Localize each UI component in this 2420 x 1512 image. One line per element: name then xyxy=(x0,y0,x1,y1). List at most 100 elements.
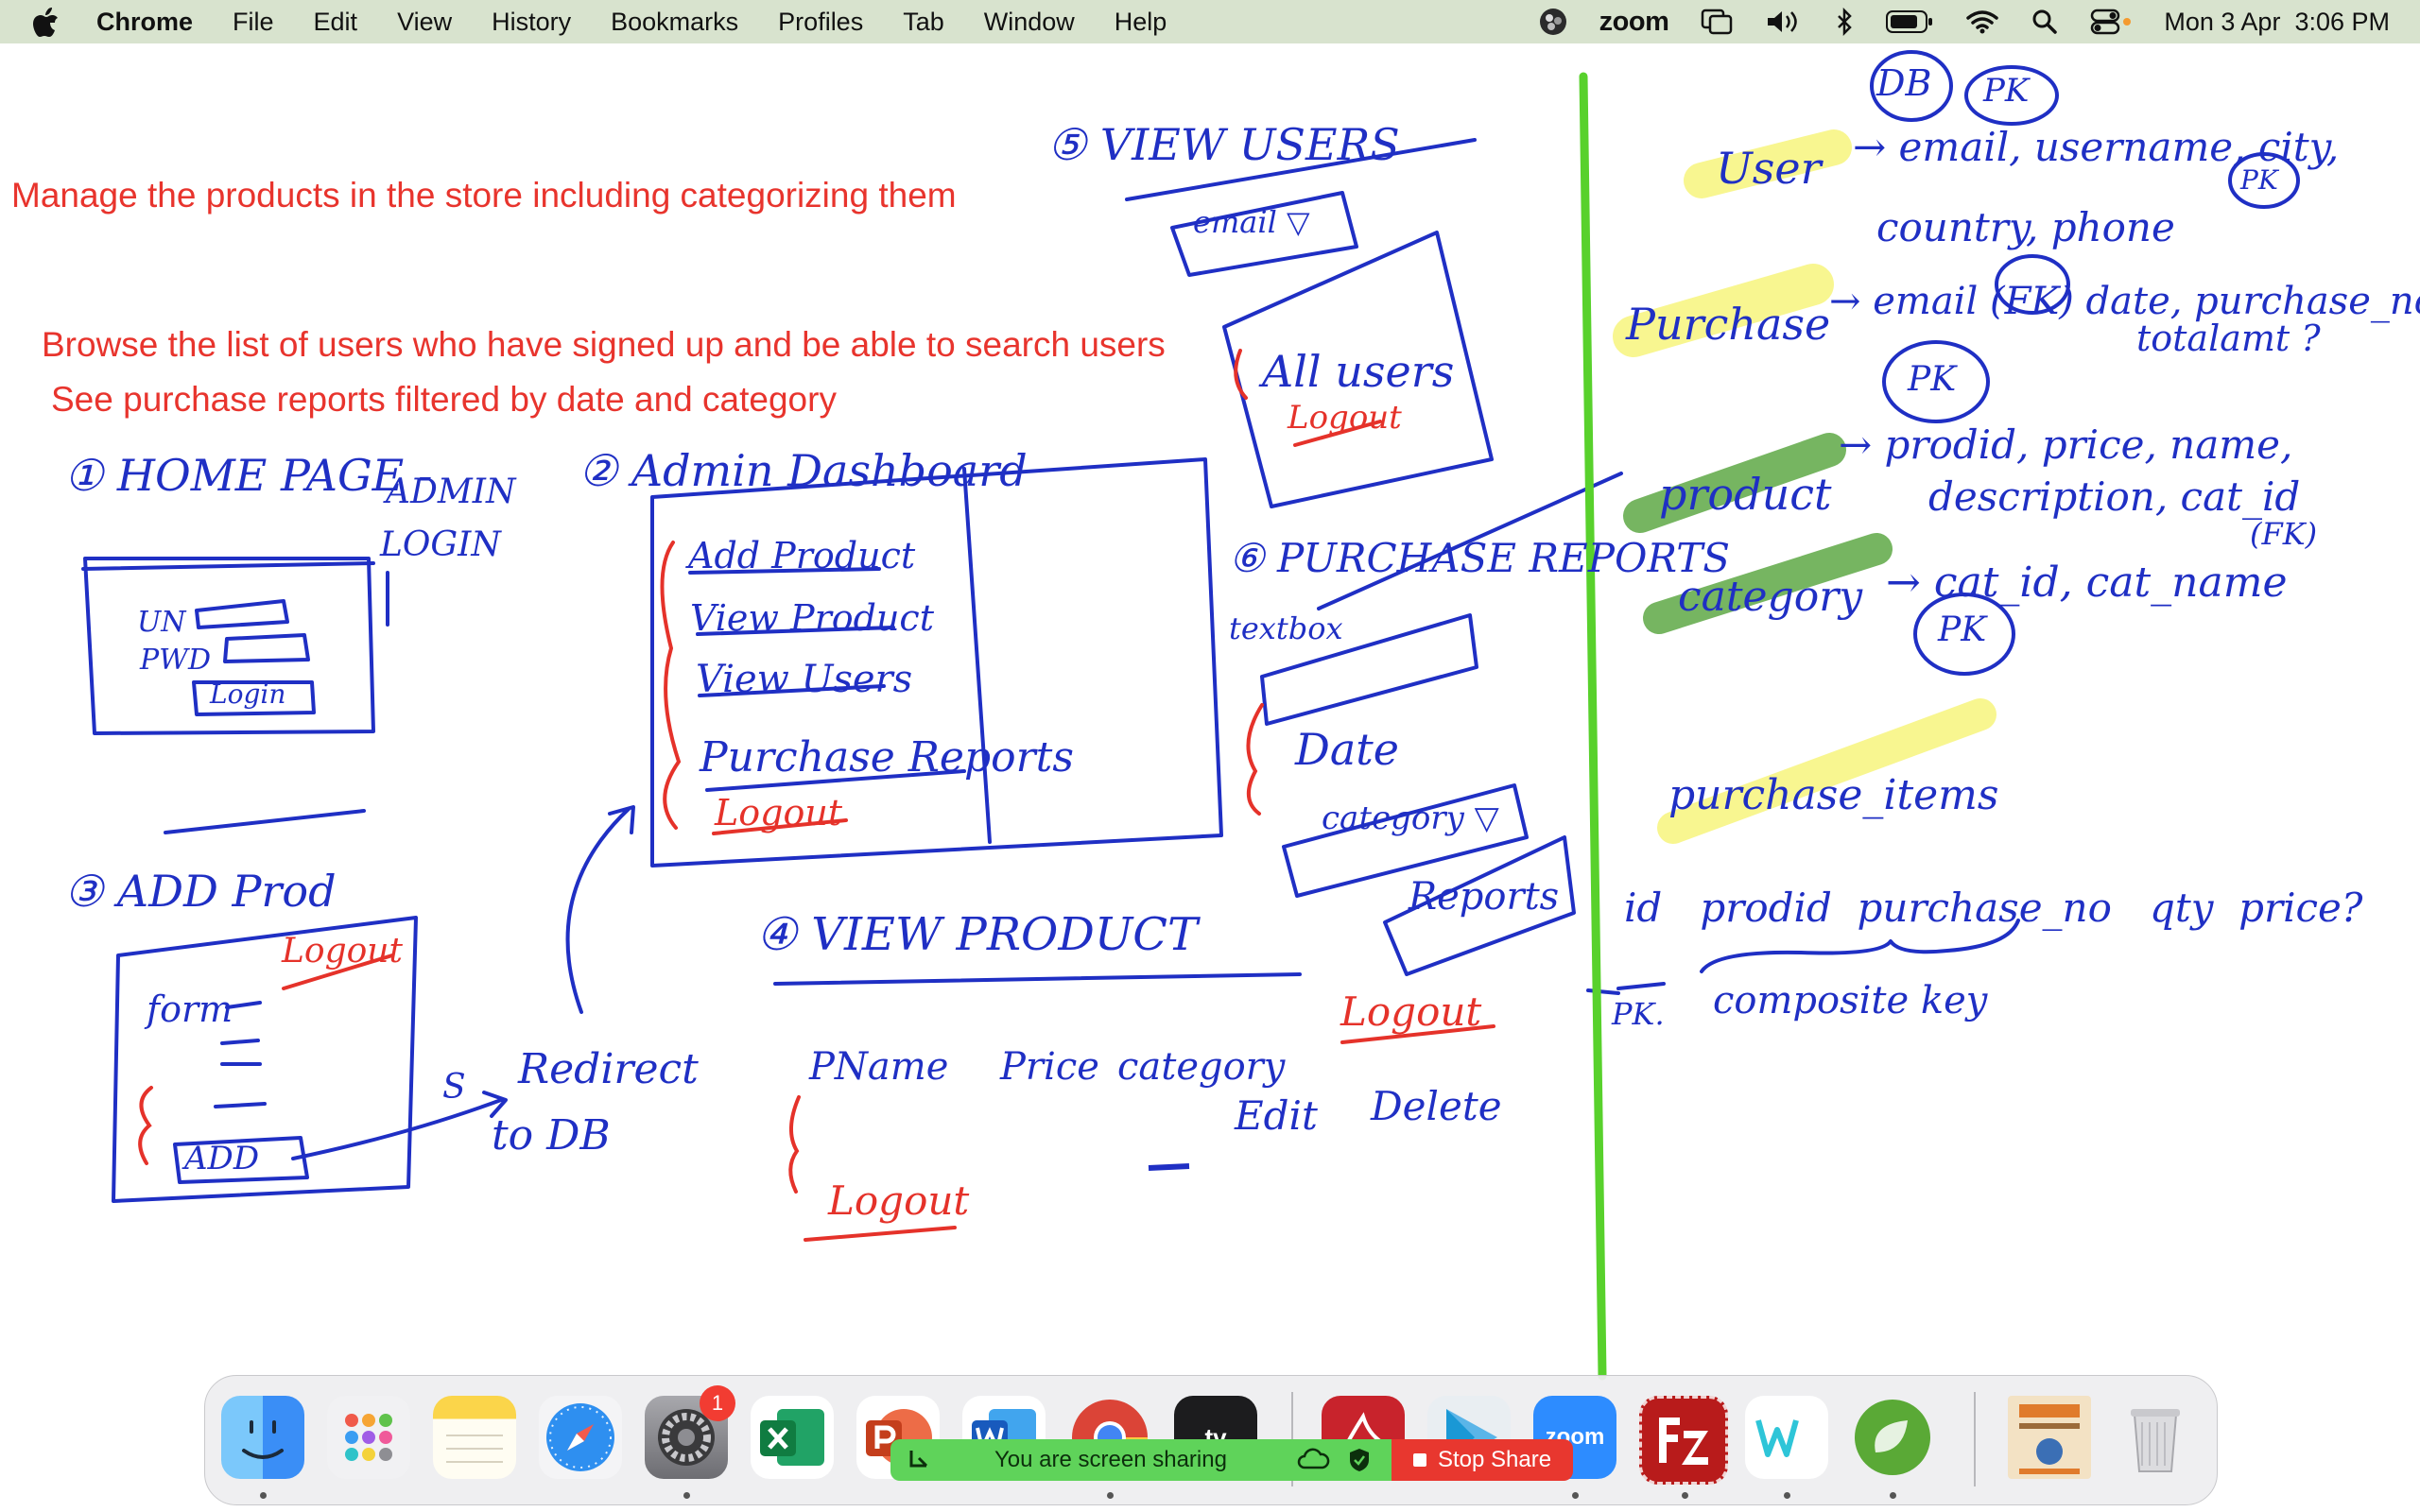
menu-file[interactable]: File xyxy=(233,7,274,36)
screen-mirroring-icon[interactable] xyxy=(1701,9,1733,35)
home-login-button xyxy=(192,680,316,716)
note-purchase-reports: See purchase reports filtered by date an… xyxy=(51,380,837,419)
view-users-all-users: All users xyxy=(1262,346,1455,397)
purchase-fields-2: totalamt ? xyxy=(2136,318,2321,359)
menu-history[interactable]: History xyxy=(492,7,572,36)
view-product-col-category: category xyxy=(1117,1045,1286,1089)
redirect-label: Redirect xyxy=(518,1045,699,1093)
zoom-status-icon[interactable]: zoom xyxy=(1599,6,1669,37)
whiteboard-canvas[interactable]: Manage the products in the store includi… xyxy=(0,43,2420,1512)
spring-running-dot xyxy=(1890,1492,1896,1499)
battery-icon[interactable] xyxy=(1886,9,1933,34)
purchase-highlight xyxy=(1613,264,1834,357)
launchpad-icon[interactable] xyxy=(327,1396,410,1479)
home-page-title: ① HOME PAGE - xyxy=(64,450,433,501)
reports-textbox-label: textbox xyxy=(1229,610,1343,646)
app-menu[interactable]: Chrome xyxy=(96,7,194,36)
green-divider-line xyxy=(1579,72,1607,1381)
view-users-email-label: email ▽ xyxy=(1193,204,1310,240)
user-pk: PK xyxy=(2240,164,2278,196)
add-prod-form xyxy=(112,916,418,1203)
system-settings-icon[interactable] xyxy=(645,1396,728,1479)
purchase-reports-title: ⑥ PURCHASE REPORTS xyxy=(1229,535,1731,581)
product-fk: (FK) xyxy=(2250,516,2318,552)
view-users-title: ⑤ VIEW USERS xyxy=(1047,119,1400,170)
notes-icon[interactable] xyxy=(433,1396,516,1479)
zoom-running-dot xyxy=(1572,1492,1579,1499)
menu-profiles[interactable]: Profiles xyxy=(778,7,864,36)
cloud-icon xyxy=(1297,1447,1331,1478)
home-login-box xyxy=(83,557,375,735)
reports-logout: Logout xyxy=(1340,988,1482,1035)
settings-notification-badge: 1 xyxy=(700,1385,735,1421)
redirect-to-db-label: to DB xyxy=(492,1111,611,1160)
spotlight-search-icon[interactable] xyxy=(2031,9,2058,35)
entity-purchase-items: purchase_items xyxy=(1668,771,1999,819)
excel-icon[interactable] xyxy=(751,1396,834,1479)
user-fields-2: country, phone xyxy=(1876,204,2175,250)
view-users-email-filter xyxy=(1170,191,1358,277)
finder-icon[interactable] xyxy=(221,1396,304,1479)
dashboard-frame xyxy=(650,457,1223,868)
menu-help[interactable]: Help xyxy=(1114,7,1167,36)
whiteboard-sketch xyxy=(81,50,2300,1381)
menu-tab[interactable]: Tab xyxy=(903,7,944,36)
chrome-running-dot xyxy=(1107,1492,1114,1499)
category-fields: → cat_id, cat_name xyxy=(1886,558,2288,607)
trash-icon[interactable] xyxy=(2114,1396,2197,1479)
stop-share-label: Stop Share xyxy=(1437,1447,1552,1472)
menu-window[interactable]: Window xyxy=(983,7,1075,36)
reports-button xyxy=(1383,835,1576,976)
view-product-title: ④ VIEW PRODUCT xyxy=(756,908,1199,961)
purchase-items-highlight xyxy=(1657,698,1996,844)
share-drag-icon[interactable] xyxy=(906,1447,934,1478)
dashboard-logout: Logout xyxy=(715,792,843,833)
note-manage-products: Manage the products in the store includi… xyxy=(11,176,957,215)
purchase-items-fields: id prodid purchase_no qty price? xyxy=(1624,885,2363,931)
add-prod-title: ③ ADD Prod xyxy=(64,866,337,917)
user-fields: → email, username, city, xyxy=(1853,124,2340,170)
clock[interactable]: Mon 3 Apr 3:06 PM xyxy=(2164,7,2390,36)
settings-running-dot xyxy=(683,1492,690,1499)
entity-user: User xyxy=(1716,143,1822,194)
note-browse-users: Browse the list of users who have signed… xyxy=(42,325,1166,364)
control-center-icon[interactable] xyxy=(2090,8,2132,36)
product-fields: → prodid, price, name, xyxy=(1839,421,2293,468)
db-label: DB xyxy=(1876,62,1932,104)
dashboard-item-purchase-reports: Purchase Reports xyxy=(700,733,1074,782)
bluetooth-icon[interactable] xyxy=(1835,8,1854,36)
reports-category-label: category ▽ xyxy=(1322,799,1499,837)
product-highlight xyxy=(1623,433,1846,533)
document-thumbnail-icon[interactable] xyxy=(2008,1396,2091,1479)
menu-view[interactable]: View xyxy=(397,7,453,36)
home-login-button-label: Login xyxy=(210,679,286,710)
home-admin-label: ADMIN xyxy=(386,472,516,511)
home-un-field xyxy=(195,599,289,629)
view-product-col-pname: PName xyxy=(809,1045,949,1089)
reports-date-label: Date xyxy=(1295,724,1400,775)
user-highlight xyxy=(1684,129,1852,198)
safari-icon[interactable] xyxy=(539,1396,622,1479)
product-fields-2: description, cat_id xyxy=(1928,473,2301,520)
volume-icon[interactable] xyxy=(1765,8,1803,36)
menu-edit[interactable]: Edit xyxy=(313,7,358,36)
screen-sharing-indicator: You are screen sharing xyxy=(890,1439,1392,1481)
webstorm-icon[interactable] xyxy=(1745,1396,1828,1479)
home-login-label: LOGIN xyxy=(380,525,501,564)
filezilla-icon[interactable] xyxy=(1639,1396,1728,1485)
spring-tools-icon[interactable] xyxy=(1851,1396,1934,1479)
home-pwd-field xyxy=(223,633,310,663)
add-button xyxy=(173,1136,309,1184)
wifi-icon[interactable] xyxy=(1965,9,1999,35)
dock-separator-2 xyxy=(1974,1392,1976,1486)
view-product-delete: Delete xyxy=(1371,1083,1502,1129)
view-users-list-box xyxy=(1222,231,1494,508)
stop-share-button[interactable]: Stop Share xyxy=(1392,1439,1573,1481)
obs-icon[interactable] xyxy=(1539,8,1567,36)
view-users-logout: Logout xyxy=(1288,399,1402,437)
apple-menu-icon[interactable] xyxy=(32,6,70,38)
menu-bookmarks[interactable]: Bookmarks xyxy=(611,7,739,36)
view-product-logout: Logout xyxy=(828,1177,970,1224)
entity-product: product xyxy=(1659,469,1832,520)
finder-running-dot xyxy=(260,1492,267,1499)
